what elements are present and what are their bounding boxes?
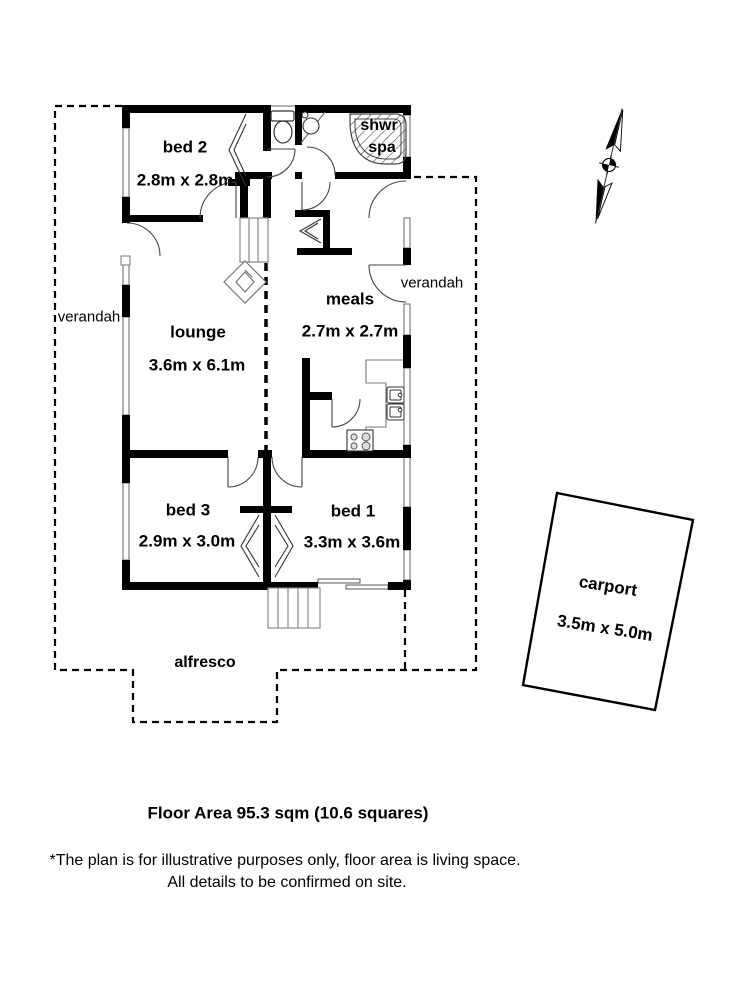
wardrobe-icons	[228, 113, 322, 578]
bed1-label: bed 1	[330, 501, 376, 521]
stairs-bottom	[267, 587, 321, 629]
heater-icon	[223, 260, 267, 304]
shower-label: shwr	[360, 117, 398, 134]
north-arrow-icon	[595, 108, 624, 224]
meals-label: meals	[325, 289, 375, 309]
bed3-dims: 2.9m x 3.0m	[138, 531, 236, 551]
verandah-alfresco-outline	[53, 104, 478, 724]
spa-icon	[349, 113, 407, 165]
bed3-label: bed 3	[165, 500, 211, 520]
verandah-right-label: verandah	[400, 274, 464, 292]
bed2-label: bed 2	[162, 137, 208, 157]
bed1-dims: 3.3m x 3.6m	[303, 532, 401, 552]
toilet-icon	[270, 110, 295, 144]
meals-dims: 2.7m x 2.7m	[301, 321, 399, 341]
carport-outline	[521, 491, 695, 712]
door-arcs	[126, 146, 407, 488]
bed2-dims: 2.8m x 2.8m	[136, 170, 234, 190]
spa-label: spa	[368, 139, 396, 156]
walls	[122, 105, 411, 590]
verandah-post	[120, 255, 131, 266]
disclaimer-line1: *The plan is for illustrative purposes o…	[49, 852, 521, 869]
sink-icon	[386, 386, 405, 421]
stairs-top	[239, 217, 269, 263]
lounge-dims: 3.6m x 6.1m	[148, 355, 246, 375]
alfresco-label: alfresco	[174, 654, 236, 671]
kitchen-counter	[365, 359, 403, 450]
verandah-left-label: verandah	[57, 308, 121, 326]
floor-area-text: Floor Area 95.3 sqm (10.6 squares)	[147, 803, 429, 823]
basin-icon	[300, 111, 326, 144]
stove-icon	[346, 429, 374, 452]
sliding-door	[317, 578, 389, 590]
disclaimer-line2: All details to be confirmed on site.	[167, 874, 407, 891]
lounge-label: lounge	[170, 322, 226, 342]
